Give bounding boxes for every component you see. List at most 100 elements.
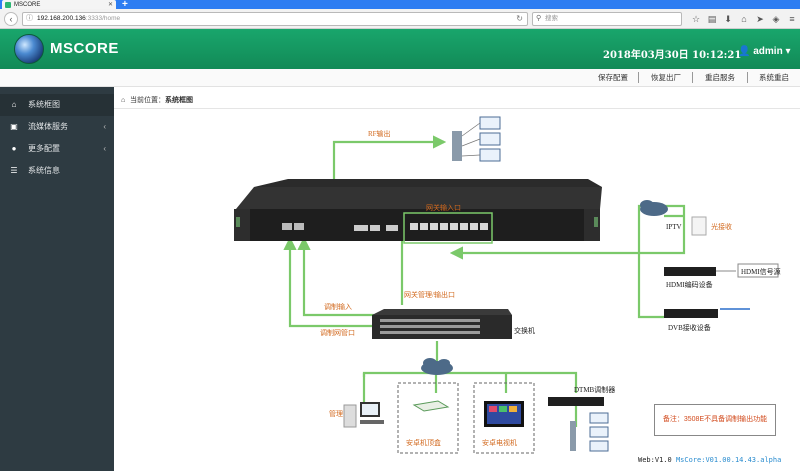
bookmark-star-icon[interactable]: ☆ — [691, 14, 701, 24]
iptv-label: IPTV — [666, 223, 682, 231]
rf-output-link — [332, 135, 447, 181]
modulation-input-link — [297, 236, 374, 317]
home-browser-icon[interactable]: ⌂ — [741, 14, 747, 24]
hdmi-encoder-label: HDMI编码设备 — [666, 280, 713, 289]
back-button[interactable]: ‹ — [4, 12, 18, 26]
modulation-input-label: 调制输入 — [324, 302, 352, 311]
app-header: MSCORE 2018年03月30日 10:12:21 👤 admin ▾ — [0, 29, 800, 69]
current-datetime: 2018年03月30日 10:12:21 — [603, 50, 742, 61]
tab-title: MSCORE — [14, 1, 41, 8]
brand-name: MSCORE — [50, 40, 119, 57]
stb-box — [397, 382, 459, 454]
chevron-left-icon: ‹ — [103, 122, 106, 131]
dtmb-tvs-icon — [570, 412, 609, 452]
pocket-icon[interactable]: ◈ — [772, 14, 780, 24]
search-input[interactable]: ⚲ 搜索 — [532, 12, 682, 26]
network-cloud-icon — [421, 358, 453, 375]
browser-navbar: ‹ ⓘ 192.168.200.136:3333/home ↻ ⚲ 搜索 ☆ ▤… — [0, 9, 800, 29]
optical-receiver-icon — [691, 216, 707, 236]
new-tab-button[interactable]: + — [122, 0, 128, 10]
rf-splitter-icon — [452, 116, 501, 162]
version-footer: Web:V1.0 MsCore:V01.00.14.43.alpha — [638, 456, 781, 464]
divider — [638, 72, 639, 83]
web-version: Web:V1.0 — [638, 456, 672, 464]
lan-trunk-link — [362, 371, 578, 393]
globe-logo-icon — [14, 34, 44, 64]
reload-icon[interactable]: ↻ — [516, 14, 523, 23]
android-stb-label: 安卓机顶盒 — [406, 438, 441, 447]
dvb-receiver-icon — [664, 309, 718, 318]
home-icon: ⌂ — [121, 97, 126, 104]
menu-icon[interactable]: ≡ — [789, 14, 795, 24]
android-tv-icon — [484, 401, 524, 427]
caret-down-icon: ▾ — [785, 46, 791, 57]
modulation-mgmt-label: 调制网管口 — [320, 328, 355, 337]
chevron-left-icon: ‹ — [103, 144, 106, 153]
breadcrumb-current: 系统框图 — [165, 97, 193, 104]
username: admin — [753, 46, 783, 57]
sidebar-item-system-info[interactable]: ☰ 系统信息 — [0, 160, 114, 182]
reading-list-icon[interactable]: ▤ — [707, 14, 717, 24]
tv-box — [473, 382, 535, 454]
gateway-chassis — [234, 179, 602, 244]
info-icon: ● — [11, 144, 17, 153]
user-menu[interactable]: 👤 admin ▾ — [738, 46, 791, 57]
search-placeholder: 搜索 — [545, 15, 558, 22]
sidebar-item-label: 系统框图 — [28, 100, 60, 109]
sidebar-item-label: 系统信息 — [28, 166, 60, 175]
close-tab-icon[interactable]: ✕ — [107, 2, 113, 8]
film-icon: ▣ — [10, 122, 18, 131]
sidebar-item-label: 流媒体服务 — [28, 122, 68, 131]
android-stb-icon — [412, 400, 450, 412]
remark-note: 备注：3508E不具备调制输出功能 — [654, 404, 776, 436]
dvb-link — [637, 207, 664, 319]
search-icon: ⚲ — [536, 15, 542, 22]
optical-receiver-label: 光接收 — [711, 222, 732, 231]
hdmi-source-label: HDMI信号源 — [741, 267, 781, 276]
downloads-icon[interactable]: ⬇ — [724, 14, 732, 24]
factory-reset-link[interactable]: 恢复出厂 — [651, 73, 681, 82]
switch-icon — [372, 309, 512, 339]
url-host: 192.168.200.136 — [37, 15, 86, 22]
sidebar-item-more-config[interactable]: ● 更多配置 ‹ — [0, 138, 114, 160]
send-icon[interactable]: ➤ — [756, 14, 764, 24]
divider — [692, 72, 693, 83]
system-reboot-link[interactable]: 系统重启 — [759, 73, 789, 82]
core-version: MsCore:V01.00.14.43.alpha — [675, 456, 782, 464]
rf-output-label: RF输出 — [368, 129, 391, 138]
breadcrumb-prefix: 当前位置： — [130, 97, 165, 104]
management-label: 管理 — [329, 409, 343, 418]
system-diagram: 网关输入口 RF输出 IPTV 光接收 HDMI编码设备 HDMI信号源 DVB… — [234, 116, 781, 454]
hdmi-encoder-icon — [664, 267, 716, 276]
switch-label: 交换机 — [514, 326, 535, 335]
gateway-input-link — [449, 204, 686, 260]
url-path: :3333/home — [85, 15, 121, 22]
sidebar-item-label: 更多配置 — [28, 144, 60, 153]
gateway-mgmt-label: 网关管理/输出口 — [404, 290, 455, 299]
sidebar-item-streaming[interactable]: ▣ 流媒体服务 ‹ — [0, 116, 114, 138]
browser-tab-strip: MSCORE ✕ + — [0, 0, 800, 10]
divider — [747, 72, 748, 83]
save-config-link[interactable]: 保存配置 — [598, 73, 628, 82]
restart-service-link[interactable]: 重启服务 — [705, 73, 735, 82]
dvb-receiver-label: DVB接收设备 — [668, 323, 711, 332]
hdmi-source-box — [737, 263, 779, 278]
favicon-icon — [5, 1, 11, 8]
browser-tab[interactable]: MSCORE ✕ — [2, 0, 116, 9]
modulation-mgmt-link — [283, 236, 374, 328]
management-pc-icon — [343, 402, 384, 428]
gateway-input-label: 网关输入口 — [426, 203, 461, 212]
list-icon: ☰ — [10, 166, 18, 175]
sidebar-item-system-diagram[interactable]: ⌂ 系统框图 — [0, 94, 114, 116]
site-info-icon[interactable]: ⓘ — [26, 15, 33, 22]
home-icon: ⌂ — [11, 100, 17, 109]
user-icon: 👤 — [738, 46, 751, 57]
breadcrumb: ⌂ 当前位置：系统框图 — [114, 93, 800, 109]
iptv-cloud-icon — [640, 200, 668, 216]
dtmb-modulator-icon — [548, 397, 604, 406]
dtmb-modulator-label: DTMB调制器 — [574, 385, 615, 394]
address-bar[interactable]: ⓘ 192.168.200.136:3333/home ↻ — [22, 12, 528, 26]
android-tv-label: 安卓电视机 — [482, 438, 517, 447]
action-bar: 保存配置 恢复出厂 重启服务 系统重启 — [0, 69, 800, 87]
sidebar: ⌂ 系统框图 ▣ 流媒体服务 ‹ ● 更多配置 ‹ ☰ 系统信息 — [0, 87, 114, 471]
